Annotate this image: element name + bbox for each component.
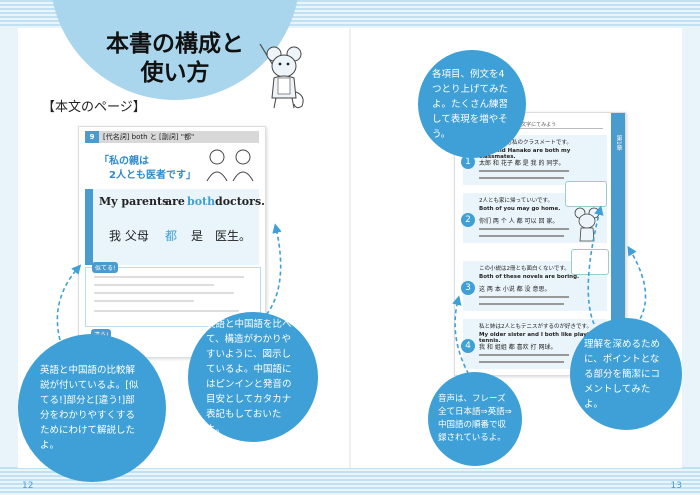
mouse-teacher-icon xyxy=(259,43,304,109)
item-number: 4 xyxy=(461,339,475,353)
item-en: Both of these novels are boring. xyxy=(479,274,580,280)
similar-note-box: 似てる! xyxy=(85,262,261,327)
item-jp: 2人とも家に帰っていいです。 xyxy=(479,198,554,204)
lesson-title: [代名詞] both と [副詞] "都" xyxy=(103,133,195,141)
title-line-1: 本書の構成と xyxy=(106,31,244,57)
comment-callout xyxy=(565,181,607,207)
bubble-comments-text: 理解を深めるために、ポイントとなる部分を簡潔にコメントしてみたよ。 xyxy=(584,338,661,410)
lesson-header: 9 [代名詞] both と [副詞] "都" xyxy=(85,131,259,143)
item-number: 1 xyxy=(461,155,475,169)
lesson-quote: 「私の親は 2人とも医者です」 xyxy=(99,155,196,183)
text-line xyxy=(94,292,234,294)
book-fold xyxy=(349,28,351,468)
pinyin-line xyxy=(479,354,569,356)
english-side-bar xyxy=(85,189,93,231)
quote-line-1: 「私の親は xyxy=(99,156,149,167)
item-zh: 太郎 和 花子 都 是 我 的 同学。 xyxy=(479,160,565,167)
bubble-four-examples: 各項目、例文を4つとり上げてみたよ。たくさん練習して表現を増やそう。 xyxy=(418,50,526,158)
item-number: 2 xyxy=(461,213,475,227)
zh-word-2: 都 xyxy=(165,229,178,243)
pinyin-line xyxy=(479,228,569,230)
pinyin-line xyxy=(479,296,569,298)
page-number-right: 13 xyxy=(670,481,682,491)
bubble-audio-order: 音声は、フレーズ全て日本語⇒英語⇒中国語の順番で収録されているよ。 xyxy=(428,372,522,466)
chapter-tab: 第1章 xyxy=(615,135,622,151)
item-zh: 我 和 姐姐 都 喜欢 打 网球。 xyxy=(479,344,557,351)
page-title: 本書の構成と 使い方 xyxy=(100,30,250,88)
bubble-examples-text: 各項目、例文を4つとり上げてみたよ。たくさん練習して表現を増やそう。 xyxy=(432,68,509,140)
bubble-structure-text: 英語と中国語を比べて、構造がわかりやすいように、図示しているよ。中国語にはピンイ… xyxy=(206,319,292,435)
zh-word-1: 我 父母 xyxy=(109,229,149,243)
comment-callout xyxy=(571,249,609,275)
bubble-comparison-text: 英語と中国語の比較解説が付いているよ。[似てる!]部分と[違う!]部分をわかりや… xyxy=(40,365,139,451)
item-jp: 太郎も花子も私のクラスメートです。 xyxy=(479,140,572,146)
item-en: My older sister and I both like playing … xyxy=(479,332,597,344)
kana-line xyxy=(479,303,564,305)
text-line xyxy=(94,276,244,278)
bubble-structure-diagram: 英語と中国語を比べて、構造がわかりやすいように、図示しているよ。中国語にはピンイ… xyxy=(188,312,318,442)
zh-word-3: 是 xyxy=(191,229,204,243)
en-word-2: are xyxy=(165,195,185,208)
page-number-left: 12 xyxy=(22,481,34,491)
chapter-strip xyxy=(611,113,625,375)
item-number: 3 xyxy=(461,281,475,295)
item-en: Both of you may go home. xyxy=(479,206,561,212)
en-word-3: both xyxy=(187,195,216,208)
text-line xyxy=(94,310,239,312)
text-line xyxy=(94,284,214,286)
chinese-structure-band: 我 父母 都 是 医生。 xyxy=(85,223,259,265)
bubble-comparison-explanation: 英語と中国語の比較解説が付いているよ。[似てる!]部分と[違う!]部分をわかりや… xyxy=(18,334,166,482)
en-word-1: My parents xyxy=(99,195,169,208)
section-label: 【本文のページ】 xyxy=(42,100,146,115)
similar-tag: 似てる! xyxy=(92,262,119,273)
title-line-2: 使い方 xyxy=(140,60,210,86)
kana-line xyxy=(479,177,564,179)
lesson-number: 9 xyxy=(85,131,99,143)
item-jp: この小説は2冊とも面白くないです。 xyxy=(479,266,570,272)
text-line xyxy=(94,300,194,302)
chinese-side-bar xyxy=(85,223,93,265)
zh-word-4: 医生。 xyxy=(215,229,252,243)
bubble-audio-text: 音声は、フレーズ全て日本語⇒英語⇒中国語の順番で収録されているよ。 xyxy=(438,394,512,443)
pinyin-line xyxy=(479,170,569,172)
en-word-4: doctors. xyxy=(215,195,265,208)
bubble-key-comments: 理解を深めるために、ポイントとなる部分を簡潔にコメントしてみたよ。 xyxy=(570,318,682,430)
item-en: Taro and Hanako are both my classmates. xyxy=(479,148,571,160)
item-zh: 你们 两 个 人 都 可以 回 家。 xyxy=(479,218,559,225)
kana-line xyxy=(479,235,564,237)
quote-line-2: 2人とも医者です」 xyxy=(109,170,196,181)
item-jp: 私と姉は2人ともテニスがするのが好きです。 xyxy=(479,324,592,330)
kana-line xyxy=(479,361,564,363)
item-zh: 这 两 本 小说 都 没 意思。 xyxy=(479,286,551,293)
doctors-illustration xyxy=(206,149,254,182)
